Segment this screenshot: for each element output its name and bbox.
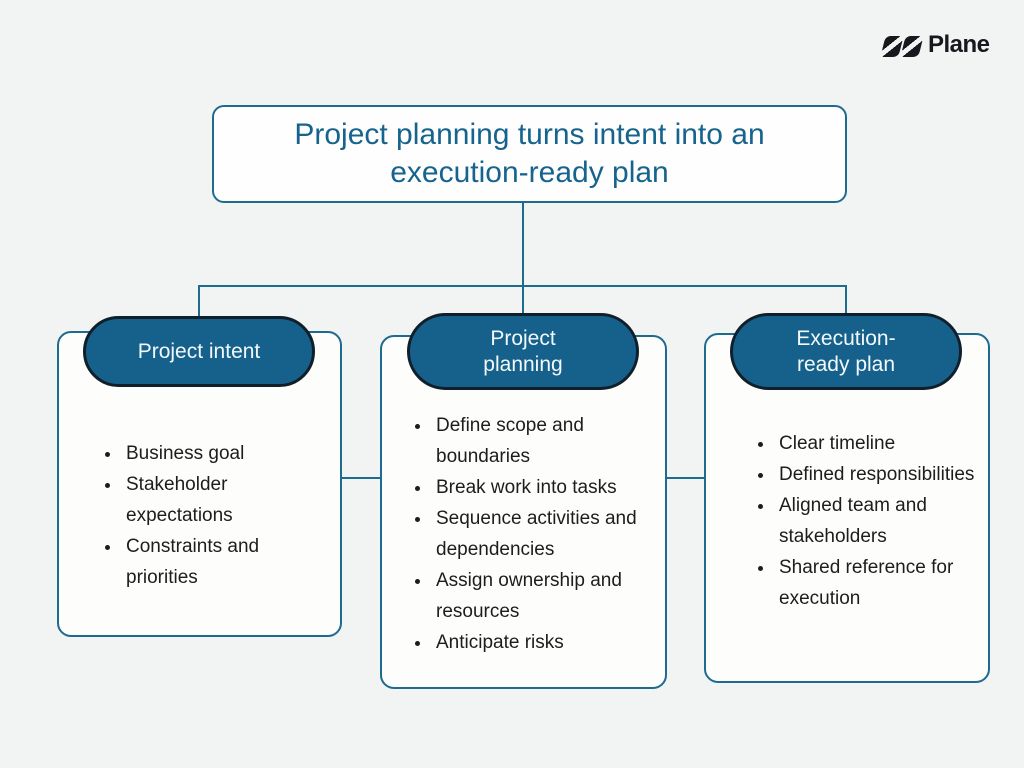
list-item: Shared reference for execution	[775, 552, 975, 614]
connector-line-card2-card3	[666, 477, 705, 479]
node-card-project-planning	[380, 335, 667, 689]
node-header-pill-execution-ready-plan: Execution-ready plan	[730, 313, 962, 390]
node-item-list-project-planning: Define scope and boundariesBreak work in…	[412, 410, 662, 658]
node-header-label: Execution-ready plan	[796, 326, 896, 376]
node-item-list-project-intent: Business goalStakeholder expectationsCon…	[102, 438, 312, 593]
plane-logo-wordmark: Plane	[928, 31, 990, 58]
list-item: Define scope and boundaries	[432, 410, 662, 472]
list-item: Stakeholder expectations	[122, 469, 312, 531]
list-item: Aligned team and stakeholders	[775, 490, 975, 552]
connector-line-drop-right	[845, 285, 847, 315]
node-item-list-execution-ready-plan: Clear timelineDefined responsibilitiesAl…	[755, 428, 975, 614]
list-item: Clear timeline	[775, 428, 975, 459]
list-item: Business goal	[122, 438, 312, 469]
node-header-pill-project-planning: Project planning	[407, 313, 639, 390]
connector-line-card1-card2	[342, 477, 381, 479]
list-item: Defined responsibilities	[775, 459, 975, 490]
node-header-label: Project intent	[137, 339, 261, 363]
plane-logo-icon	[880, 35, 924, 57]
connector-line-title-down	[522, 203, 524, 287]
node-card-execution-ready-plan	[704, 333, 990, 683]
plane-logo: Plane	[880, 31, 990, 59]
list-item: Constraints and priorities	[122, 531, 312, 593]
list-item: Assign ownership and resources	[432, 565, 662, 627]
list-item: Sequence activities and dependencies	[432, 503, 662, 565]
list-item: Anticipate risks	[432, 627, 662, 658]
connector-line-drop-center	[522, 285, 524, 315]
diagram-title: Project planning turns intent into an ex…	[294, 118, 765, 189]
node-header-label: Project planning	[483, 326, 563, 376]
title-node: Project planning turns intent into an ex…	[212, 105, 847, 203]
connector-line-drop-left	[198, 285, 200, 318]
plane-logo-glyph-icon	[900, 35, 924, 57]
list-item: Break work into tasks	[432, 472, 662, 503]
node-header-pill-project-intent: Project intent	[83, 316, 315, 387]
